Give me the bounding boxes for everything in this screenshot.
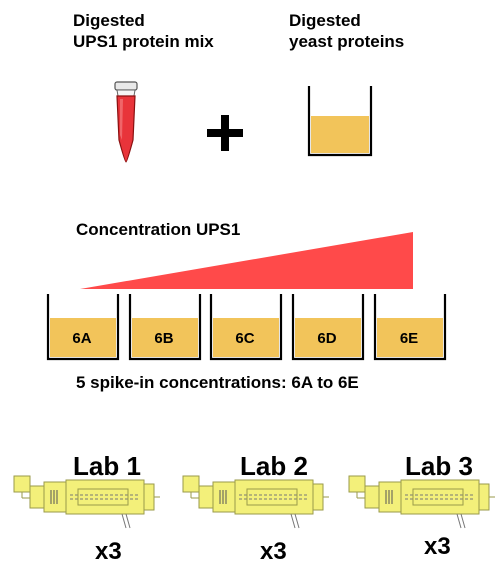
- lab-1-replicates: x3: [95, 538, 122, 565]
- concentration-gradient-triangle: [80, 232, 413, 289]
- wells-group: [46, 294, 447, 361]
- gradient-title: Concentration UPS1: [76, 220, 241, 239]
- well-6d: [291, 294, 365, 361]
- lab-3-title: Lab 3: [405, 451, 473, 481]
- well-6e-label: 6E: [399, 330, 419, 347]
- well-6a-label: 6A: [72, 330, 92, 347]
- lab-2-title: Lab 2: [240, 451, 308, 481]
- lab-3-mass-spectrometer-icon: [348, 475, 496, 529]
- well-6e: [373, 294, 447, 361]
- well-6d-label: 6D: [317, 330, 337, 347]
- well-6c: [209, 294, 283, 361]
- well-6b: [128, 294, 202, 361]
- ups1-source-label: Digested UPS1 protein mix: [73, 10, 214, 52]
- lab-3-replicates: x3: [424, 533, 451, 560]
- yeast-beaker-icon: [307, 86, 373, 157]
- plus-icon: [207, 115, 243, 151]
- well-6b-label: 6B: [154, 330, 174, 347]
- lab-2-replicates: x3: [260, 538, 287, 565]
- ups1-label-line1: Digested: [73, 11, 145, 30]
- yeast-label-line2: yeast proteins: [289, 32, 405, 51]
- wells-caption: 5 spike-in concentrations: 6A to 6E: [76, 373, 359, 392]
- yeast-source-label: Digested yeast proteins: [289, 10, 404, 52]
- lab-1-title: Lab 1: [73, 451, 141, 481]
- ups1-label-line2: UPS1 protein mix: [73, 32, 214, 51]
- lab-1-mass-spectrometer-icon: [13, 475, 161, 529]
- lab-2-mass-spectrometer-icon: [182, 475, 330, 529]
- well-6a: [46, 294, 120, 361]
- well-6c-label: 6C: [235, 330, 255, 347]
- ups1-tube-icon: [114, 81, 138, 163]
- yeast-label-line1: Digested: [289, 11, 361, 30]
